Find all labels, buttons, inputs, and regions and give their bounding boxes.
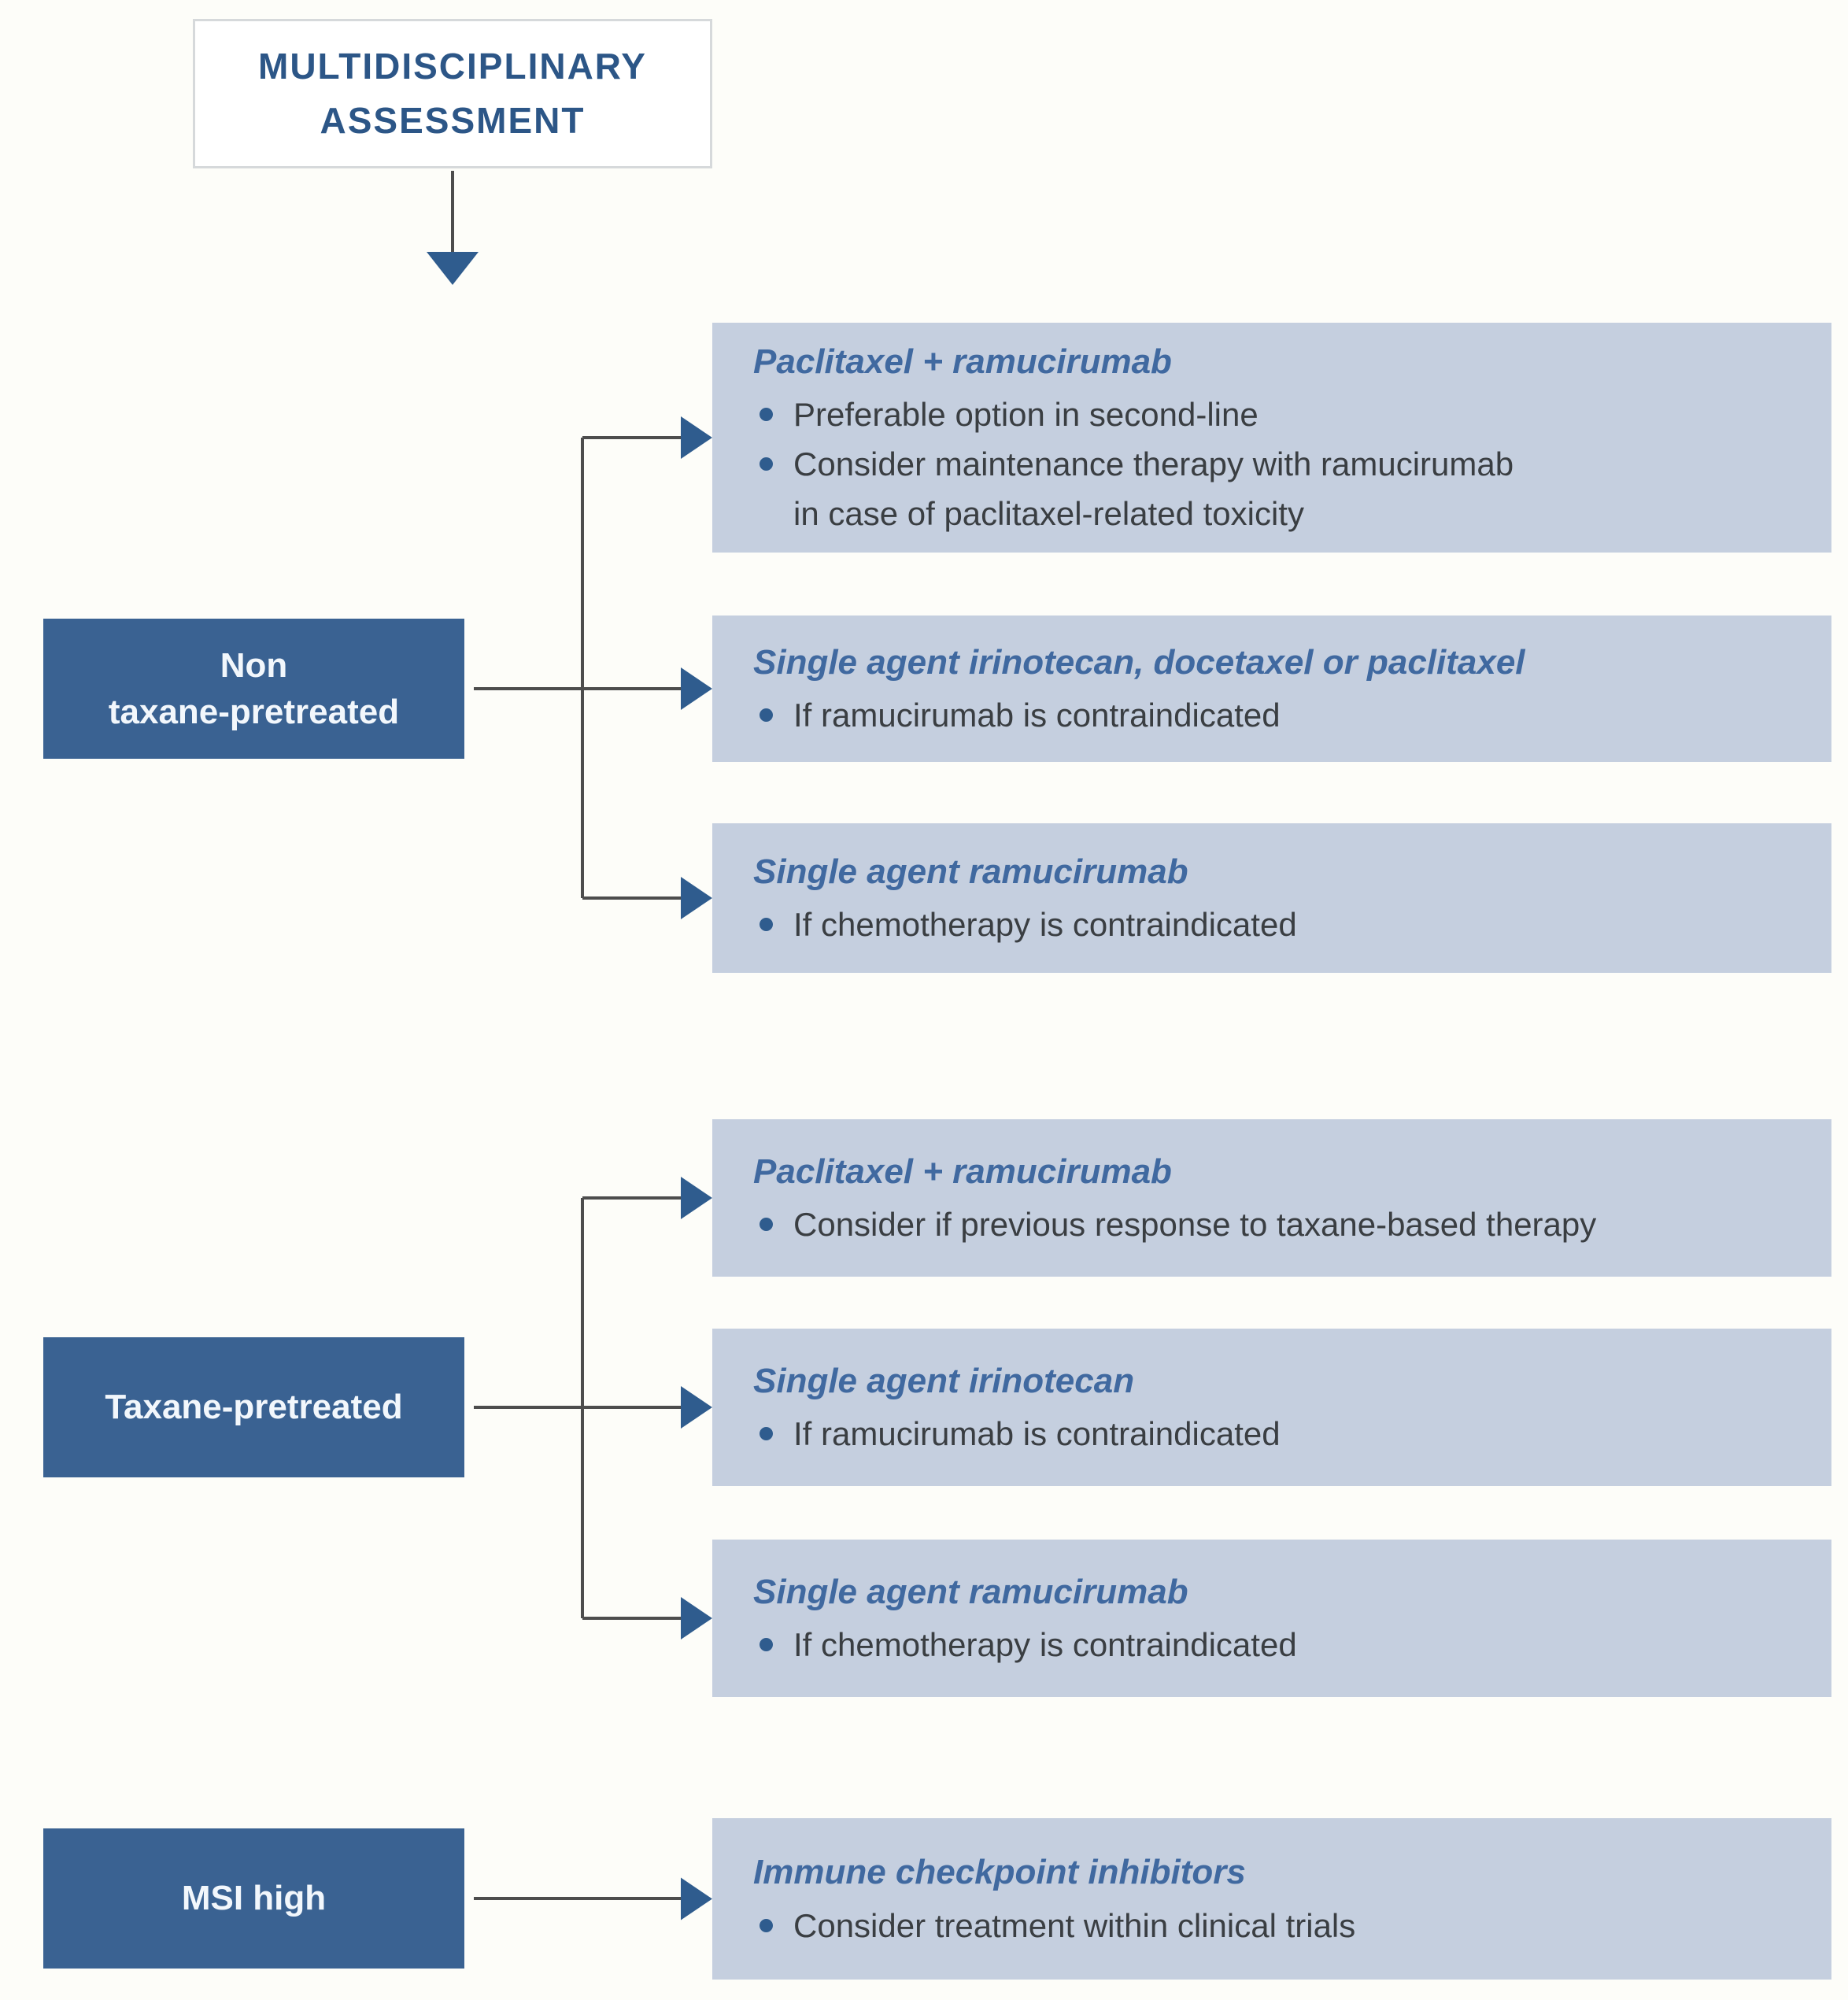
bullet-text: If ramucirumab is contraindicated	[793, 1415, 1281, 1453]
option-title: Single agent ramucirumab	[753, 852, 1188, 891]
arrow-head-right-icon	[681, 667, 712, 710]
bullet-text: Preferable option in second-line	[793, 396, 1258, 434]
option-title: Paclitaxel + ramucirumab	[753, 342, 1172, 381]
category-label: Non taxane-pretreated	[108, 645, 400, 731]
option-bullet: Consider if previous response to taxane-…	[753, 1200, 1784, 1249]
bullet-text: Consider maintenance therapy with ramuci…	[793, 445, 1514, 533]
bullet-dot-icon	[760, 708, 773, 723]
option-bullet-list: Consider if previous response to taxane-…	[753, 1200, 1784, 1249]
option-box-1-1: Single agent irinotecan If ramucirumab is…	[712, 1329, 1831, 1486]
option-title: Single agent ramucirumab	[753, 1572, 1188, 1611]
bullet-dot-icon	[760, 457, 773, 471]
arrow-head-right-icon	[681, 877, 712, 919]
bullet-text: Consider if previous response to taxane-…	[793, 1206, 1597, 1244]
option-bullet-list: Consider treatment within clinical trial…	[753, 1901, 1784, 1950]
category-label: MSI high	[181, 1879, 327, 1918]
option-title: Single agent irinotecan, docetaxel or pa…	[753, 642, 1525, 682]
bullet-text: If chemotherapy is contraindicated	[793, 1626, 1297, 1664]
option-bullet: Consider maintenance therapy with ramuci…	[753, 439, 1784, 538]
option-bullet: If ramucirumab is contraindicated	[753, 1409, 1784, 1458]
option-bullet: Consider treatment within clinical trial…	[753, 1901, 1784, 1950]
category-label: Taxane-pretreated	[105, 1388, 403, 1427]
arrow-head-right-icon	[681, 1177, 712, 1219]
option-bullet-list: If chemotherapy is contraindicated	[753, 1620, 1784, 1669]
bullet-text: If ramucirumab is contraindicated	[793, 697, 1281, 734]
option-title: Paclitaxel + ramucirumab	[753, 1152, 1172, 1191]
category-box-2: MSI high	[43, 1828, 464, 1969]
arrow-head-down-icon	[427, 252, 479, 285]
option-bullet-list: If ramucirumab is contraindicated	[753, 1409, 1784, 1458]
bullet-text: If chemotherapy is contraindicated	[793, 906, 1297, 944]
category-box-1: Taxane-pretreated	[43, 1337, 464, 1477]
option-box-0-1: Single agent irinotecan, docetaxel or pa…	[712, 616, 1831, 762]
option-bullet: If chemotherapy is contraindicated	[753, 1620, 1784, 1669]
assessment-box: MULTIDISCIPLINARY ASSESSMENT	[193, 19, 712, 168]
arrow-head-right-icon	[681, 416, 712, 459]
option-bullet-list: If ramucirumab is contraindicated	[753, 690, 1784, 740]
option-box-1-2: Single agent ramucirumab If chemotherapy …	[712, 1540, 1831, 1697]
option-bullet: If ramucirumab is contraindicated	[753, 690, 1784, 740]
arrow-head-right-icon	[681, 1597, 712, 1640]
assessment-title: MULTIDISCIPLINARY ASSESSMENT	[258, 46, 647, 141]
option-bullet: Preferable option in second-line	[753, 390, 1784, 439]
bullet-dot-icon	[760, 1218, 773, 1232]
bullet-dot-icon	[760, 1918, 773, 1932]
bullet-dot-icon	[760, 1427, 773, 1441]
arrow-head-right-icon	[681, 1386, 712, 1429]
option-bullet-list: If chemotherapy is contraindicated	[753, 900, 1784, 949]
bullet-dot-icon	[760, 1638, 773, 1652]
option-bullet: If chemotherapy is contraindicated	[753, 900, 1784, 949]
category-box-0: Non taxane-pretreated	[43, 619, 464, 759]
option-title: Single agent irinotecan	[753, 1361, 1135, 1400]
bullet-text: Consider treatment within clinical trial…	[793, 1906, 1356, 1944]
bullet-dot-icon	[760, 408, 773, 422]
option-box-0-2: Single agent ramucirumab If chemotherapy …	[712, 823, 1831, 973]
arrow-head-right-icon	[681, 1877, 712, 1921]
bullet-dot-icon	[760, 918, 773, 932]
option-title: Immune checkpoint inhibitors	[753, 1853, 1246, 1892]
